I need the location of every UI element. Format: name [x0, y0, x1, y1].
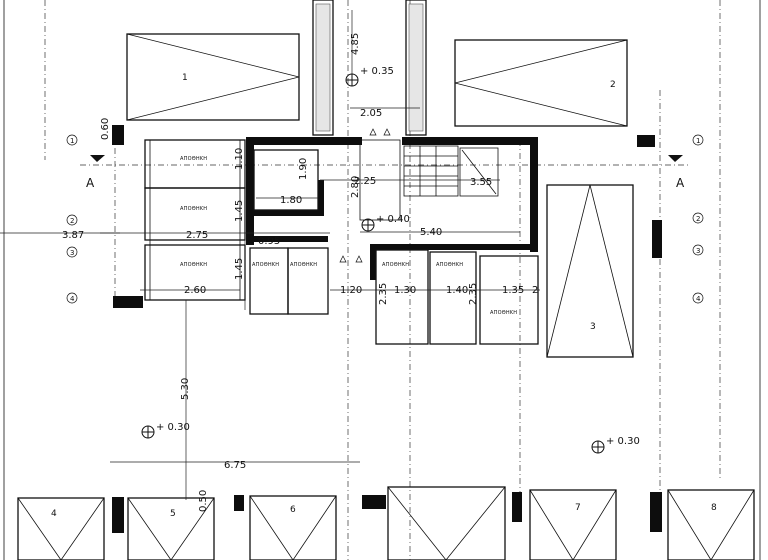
storage-middle: ΑΠΟΘΗΚΗ ΑΠΟΘΗΚΗ — [249, 247, 329, 315]
svg-text:1.20: 1.20 — [340, 285, 362, 296]
svg-text:1.90: 1.90 — [298, 158, 309, 180]
svg-text:2.35: 2.35 — [468, 283, 479, 305]
svg-text:ΑΠΟΘΗΚΗ: ΑΠΟΘΗΚΗ — [180, 262, 207, 268]
dimension-lines — [0, 10, 540, 500]
axis-markers-left: 1 2 3 4 — [66, 134, 78, 304]
svg-text:5: 5 — [170, 509, 176, 519]
section-arrow-left — [90, 155, 105, 162]
svg-text:1.40: 1.40 — [446, 285, 468, 296]
svg-text:1: 1 — [696, 137, 700, 145]
core-walls — [246, 137, 538, 280]
triangle-marks — [339, 128, 391, 263]
svg-text:1: 1 — [70, 137, 74, 145]
svg-text:5.40: 5.40 — [420, 227, 442, 238]
svg-text:2.75: 2.75 — [186, 230, 208, 241]
svg-text:5.30: 5.30 — [180, 378, 191, 400]
svg-text:4: 4 — [696, 295, 701, 303]
svg-text:2.80: 2.80 — [350, 176, 361, 198]
section-mark-left: A — [86, 176, 95, 190]
svg-text:2.60: 2.60 — [184, 285, 206, 296]
svg-text:ΑΠΟΘΗΚΗ: ΑΠΟΘΗΚΗ — [252, 262, 279, 268]
svg-text:ΑΠΟΘΗΚΗ: ΑΠΟΘΗΚΗ — [180, 206, 207, 212]
svg-text:4.85: 4.85 — [350, 33, 361, 55]
staircase — [403, 145, 499, 197]
svg-text:2: 2 — [532, 285, 538, 296]
axis-markers-right: 1 2 3 4 — [692, 134, 704, 304]
parking-space-4: 4 — [17, 497, 105, 560]
svg-text:+ 0.35: + 0.35 — [360, 66, 394, 77]
svg-text:3.87: 3.87 — [62, 230, 84, 241]
svg-text:2: 2 — [610, 80, 616, 90]
svg-text:6.75: 6.75 — [224, 460, 246, 471]
parking-space-8: 8 — [667, 489, 755, 560]
svg-text:0.50: 0.50 — [198, 490, 209, 512]
svg-text:+ 0.30: + 0.30 — [156, 422, 190, 433]
section-mark-right: A — [676, 176, 685, 190]
svg-text:1.45: 1.45 — [234, 258, 245, 280]
svg-text:4: 4 — [70, 295, 75, 303]
svg-text:1.35: 1.35 — [502, 285, 524, 296]
storage-left: ΑΠΟΘΗΚΗ ΑΠΟΘΗΚΗ ΑΠΟΘΗΚΗ — [144, 139, 246, 301]
parking-space-6: 6 — [249, 495, 337, 560]
parking-space-1: 1 — [126, 33, 300, 121]
svg-text:ΑΠΟΘΗΚΗ: ΑΠΟΘΗΚΗ — [290, 262, 317, 268]
svg-text:0.95: 0.95 — [258, 236, 280, 247]
level-marker-right: + 0.30 — [591, 436, 640, 454]
svg-text:0.60: 0.60 — [100, 118, 111, 140]
svg-text:3: 3 — [70, 249, 74, 257]
svg-text:7: 7 — [575, 503, 581, 513]
svg-text:4: 4 — [51, 509, 57, 519]
svg-text:1.45: 1.45 — [234, 200, 245, 222]
svg-text:1.80: 1.80 — [280, 195, 302, 206]
svg-text:2.25: 2.25 — [354, 176, 376, 187]
site-boundary — [3, 0, 761, 560]
storage-right: ΑΠΟΘΗΚΗ ΑΠΟΘΗΚΗ ΑΠΟΘΗΚΗ — [375, 249, 539, 345]
svg-text:2: 2 — [696, 215, 700, 223]
dimension-labels: 4.85 2.05 0.60 1.10 1.45 1.45 1.90 1.80 … — [62, 33, 538, 512]
svg-text:ΑΠΟΘΗΚΗ: ΑΠΟΘΗΚΗ — [490, 310, 517, 316]
svg-text:+ 0.40: + 0.40 — [376, 214, 410, 225]
svg-text:3.55: 3.55 — [470, 177, 492, 188]
svg-text:+ 0.30: + 0.30 — [606, 436, 640, 447]
svg-text:1: 1 — [182, 73, 188, 83]
section-arrow-right — [668, 155, 683, 162]
grid-lines — [44, 0, 721, 560]
parking-space-7: 7 — [529, 489, 617, 560]
level-marker-left: + 0.30 — [141, 422, 190, 439]
section-line: A A — [80, 155, 690, 190]
parking-space-5: 5 — [127, 497, 215, 560]
svg-text:ΑΠΟΘΗΚΗ: ΑΠΟΘΗΚΗ — [180, 156, 207, 162]
svg-text:2.35: 2.35 — [378, 283, 389, 305]
shaft-left — [312, 0, 334, 136]
svg-text:ΑΠΟΘΗΚΗ: ΑΠΟΘΗΚΗ — [436, 262, 463, 268]
level-marker-stair: + 0.40 — [361, 214, 410, 232]
svg-text:1.30: 1.30 — [394, 285, 416, 296]
svg-text:1.10: 1.10 — [234, 148, 245, 170]
parking-space-parking-large — [387, 486, 506, 560]
parking-space-3: 3 — [546, 184, 634, 358]
parking-space-2: 2 — [454, 39, 628, 127]
svg-text:ΑΠΟΘΗΚΗ: ΑΠΟΘΗΚΗ — [382, 262, 409, 268]
shaft-right — [405, 0, 427, 136]
svg-text:8: 8 — [711, 503, 717, 513]
columns — [112, 125, 662, 533]
svg-text:2.05: 2.05 — [360, 108, 382, 119]
level-marker-top: + 0.35 — [345, 66, 394, 87]
svg-text:3: 3 — [590, 322, 596, 332]
svg-text:3: 3 — [696, 247, 700, 255]
svg-text:2: 2 — [70, 217, 74, 225]
svg-text:6: 6 — [290, 505, 296, 515]
